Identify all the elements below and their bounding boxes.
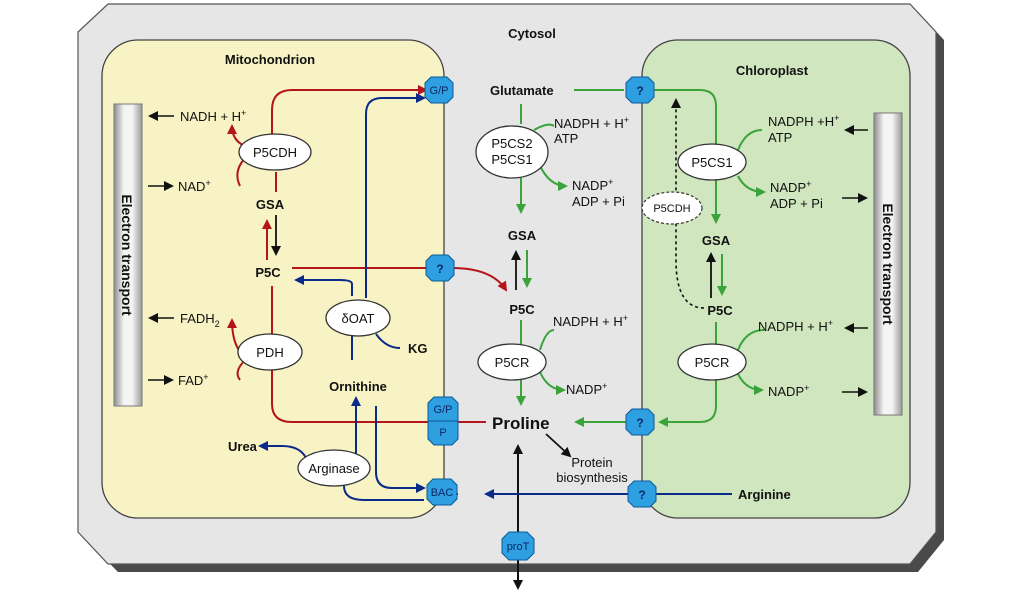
electron-transport-left: Electron transport (113, 103, 143, 407)
electron-transport-right: Electron transport (873, 112, 903, 416)
cyto-adp-label: ADP + Pi (572, 194, 625, 209)
p5cdh-to-glutamate-arrow (271, 85, 428, 134)
ornithine-label: Ornithine (329, 379, 387, 394)
cyto-p5cr-nadph-arc (539, 329, 555, 351)
question-transporter-proline: ? (625, 408, 655, 436)
p5c-export-arrow (451, 267, 508, 292)
electron-transport-right-label: Electron transport (880, 203, 896, 325)
question-transporter-mid: ? (425, 254, 455, 282)
glutamate-label: Glutamate (490, 83, 554, 98)
svg-text:P5CS1: P5CS1 (691, 155, 732, 170)
chloro-nadp2-label: NADP+ (768, 383, 809, 399)
chloro-nadph2-label: NADPH + H+ (758, 318, 833, 334)
chloro-glutamate-to-p5cs1-line (652, 89, 717, 148)
ornithine-export-arrow (375, 406, 426, 493)
cytosol-label: Cytosol (508, 26, 556, 41)
kg-label: KG (408, 341, 428, 356)
svg-text:P5CR: P5CR (695, 355, 730, 370)
mitochondrion-label: Mitochondrion (225, 52, 315, 67)
p5cs-cyto-enzyme: P5CS2 P5CS1 (475, 125, 549, 179)
cyto-nadp-out-arc (539, 165, 568, 191)
chloro-nadp-label: NADP+ (770, 179, 811, 195)
svg-text:?: ? (436, 262, 443, 276)
p5cs1-chloro-enzyme: P5CS1 (677, 143, 747, 181)
doat-kg-line (375, 333, 401, 349)
chloro-adp-label: ADP + Pi (770, 196, 823, 211)
cyto-atp-label: ATP (554, 131, 578, 146)
arginase-enzyme: Arginase (297, 449, 371, 487)
chloro-p5cdh-dotted-arrow (671, 98, 705, 309)
proline-to-protein-arrow (545, 433, 572, 458)
urea-label: Urea (228, 439, 258, 454)
doat-to-glutamate-arrow (365, 93, 426, 298)
svg-text:P5CDH: P5CDH (653, 203, 690, 215)
p5cdh-mito-enzyme: P5CDH (238, 133, 312, 171)
svg-text:P: P (439, 427, 446, 439)
chloro-p5cr-to-export-line (658, 380, 717, 427)
mito-gsa-label: GSA (256, 197, 285, 212)
arginine-label: Arginine (738, 487, 791, 502)
protein-label: Protein (571, 455, 612, 470)
svg-text:G/P: G/P (434, 404, 453, 416)
cyto-p5c-label: P5C (509, 302, 535, 317)
mito-nad-label: NAD+ (178, 178, 211, 194)
mito-nadh-label: NADH + H+ (180, 108, 246, 124)
svg-text:?: ? (636, 84, 643, 98)
chloro-nadp-out-arc (737, 175, 766, 197)
question-transporter-arginine: ? (627, 480, 657, 508)
bac-transporter: BAC (426, 478, 458, 506)
svg-text:?: ? (636, 416, 643, 430)
arginine-to-arginase-line (343, 485, 424, 501)
proline-label: Proline (492, 414, 550, 433)
question-transporter-top: ? (625, 76, 655, 104)
svg-text:P5CDH: P5CDH (253, 145, 297, 160)
gp-transporter-top: G/P (424, 76, 454, 104)
mito-fadh-label: FADH2 (180, 311, 220, 329)
prot-transporter: proT (501, 531, 535, 561)
cyto-gsa-label: GSA (508, 228, 537, 243)
p5cr-cyto-enzyme: P5CR (477, 343, 547, 381)
electron-transport-left-label: Electron transport (119, 194, 135, 316)
biosynthesis-label: biosynthesis (556, 470, 628, 485)
svg-text:PDH: PDH (256, 345, 283, 360)
mito-p5c-label: P5C (255, 265, 281, 280)
cyto-p5cr-nadp-arc (539, 371, 566, 395)
gp-p-transporter-low: G/P P (427, 396, 459, 446)
chloro-gsa-label: GSA (702, 233, 731, 248)
cyto-nadph-in-arc (533, 123, 555, 131)
p5cr-chloro-enzyme: P5CR (677, 343, 747, 381)
svg-text:G/P: G/P (430, 85, 449, 97)
arginase-to-urea-arrow (258, 441, 307, 459)
chloro-p5cr-nadp-arc (737, 373, 764, 395)
svg-text:proT: proT (507, 541, 530, 553)
svg-text:?: ? (638, 488, 645, 502)
chloroplast-label: Chloroplast (736, 63, 809, 78)
chloro-nadph-label: NADPH +H+ (768, 113, 839, 129)
svg-text:Arginase: Arginase (308, 461, 359, 476)
p5cdh-chloro-enzyme: P5CDH (641, 191, 703, 225)
svg-text:δOAT: δOAT (342, 311, 375, 326)
doat-to-p5c-arrow (294, 275, 353, 296)
chloro-nadph-in-arc (737, 129, 763, 151)
pdh-enzyme: PDH (237, 333, 303, 371)
chloroplast-compartment (641, 39, 911, 519)
cyto-nadp-label: NADP+ (572, 177, 613, 193)
cyto-nadph-label: NADPH + H+ (554, 115, 629, 131)
svg-text:P5CS2: P5CS2 (491, 136, 532, 151)
svg-text:BAC: BAC (431, 487, 454, 499)
svg-text:P5CR: P5CR (495, 355, 530, 370)
pdh-arrow (271, 286, 432, 423)
doat-enzyme: δOAT (325, 299, 391, 337)
svg-text:P5CS1: P5CS1 (491, 152, 532, 167)
mito-fad-label: FAD+ (178, 372, 209, 388)
chloro-p5cr-nadph-arc (737, 329, 765, 351)
cyto-nadp2-label: NADP+ (566, 381, 607, 397)
cyto-nadph2-label: NADPH + H+ (553, 313, 628, 329)
chloro-p5c-label: P5C (707, 303, 733, 318)
chloro-atp-label: ATP (768, 130, 792, 145)
